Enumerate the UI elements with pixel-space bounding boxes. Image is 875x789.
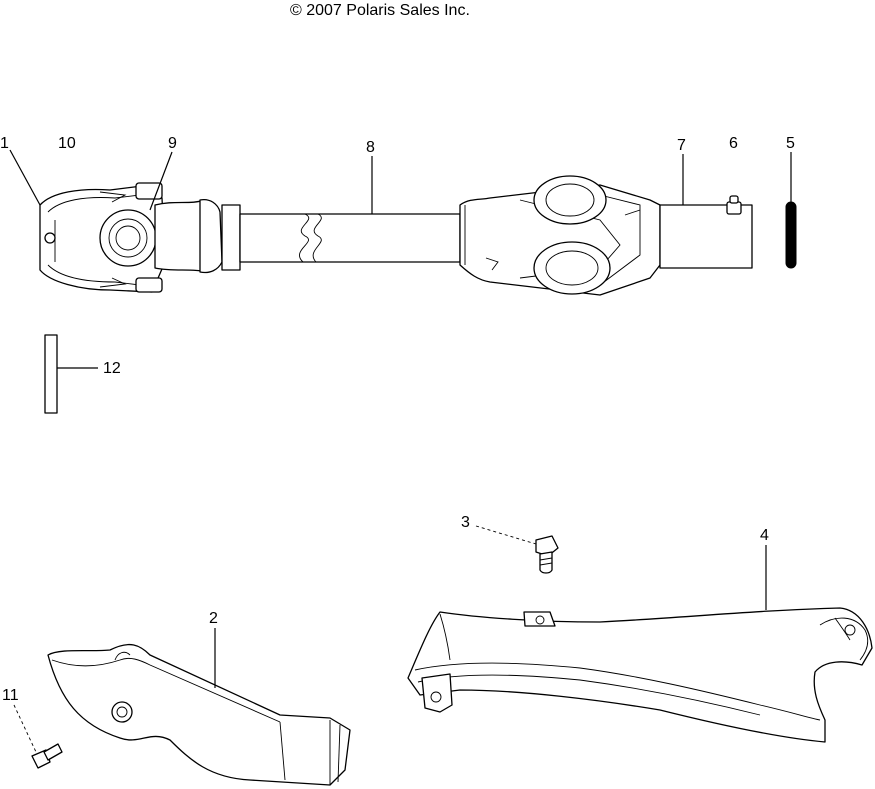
callout-9-label: 9	[168, 135, 177, 152]
drive-shaft-assembly	[39, 175, 753, 296]
callout-11: 11	[2, 687, 37, 753]
drive-tube	[239, 213, 461, 263]
snap-ring	[785, 201, 797, 269]
callout-3: 3	[461, 514, 537, 545]
callout-12-label: 12	[103, 360, 121, 377]
rear-guard	[407, 607, 873, 743]
callout-1-label: 1	[0, 135, 9, 152]
u-joint-cross-front	[99, 209, 157, 267]
rear-tube	[659, 204, 753, 269]
callout-7: 7	[677, 137, 686, 205]
front-guard	[47, 643, 351, 786]
callout-12: 12	[57, 360, 121, 377]
callout-3-label: 3	[461, 514, 470, 531]
callout-4: 4	[760, 527, 769, 610]
callout-8: 8	[366, 139, 375, 214]
grease-fitting	[726, 195, 742, 215]
callout-2: 2	[209, 610, 218, 688]
callout-9: 9	[149, 135, 177, 211]
callout-2-label: 2	[209, 610, 218, 627]
callout-6-label: 6	[729, 135, 738, 152]
callout-1: 1	[0, 135, 41, 206]
rear-yoke-u-joint	[459, 175, 661, 296]
callout-11-label: 11	[2, 687, 19, 704]
callout-10: 10	[58, 135, 76, 152]
callout-6: 6	[729, 135, 738, 152]
callout-5: 5	[786, 135, 795, 202]
front-slip-yoke	[154, 198, 241, 274]
callout-10-label: 10	[58, 135, 76, 152]
callout-5-label: 5	[786, 135, 795, 152]
bolt-11	[31, 743, 63, 769]
rubber-strip	[44, 334, 58, 414]
callout-4-label: 4	[760, 527, 769, 544]
copyright-text: © 2007 Polaris Sales Inc.	[290, 2, 470, 19]
bolt-3	[535, 535, 559, 574]
callout-8-label: 8	[366, 139, 375, 156]
callout-7-label: 7	[677, 137, 686, 154]
